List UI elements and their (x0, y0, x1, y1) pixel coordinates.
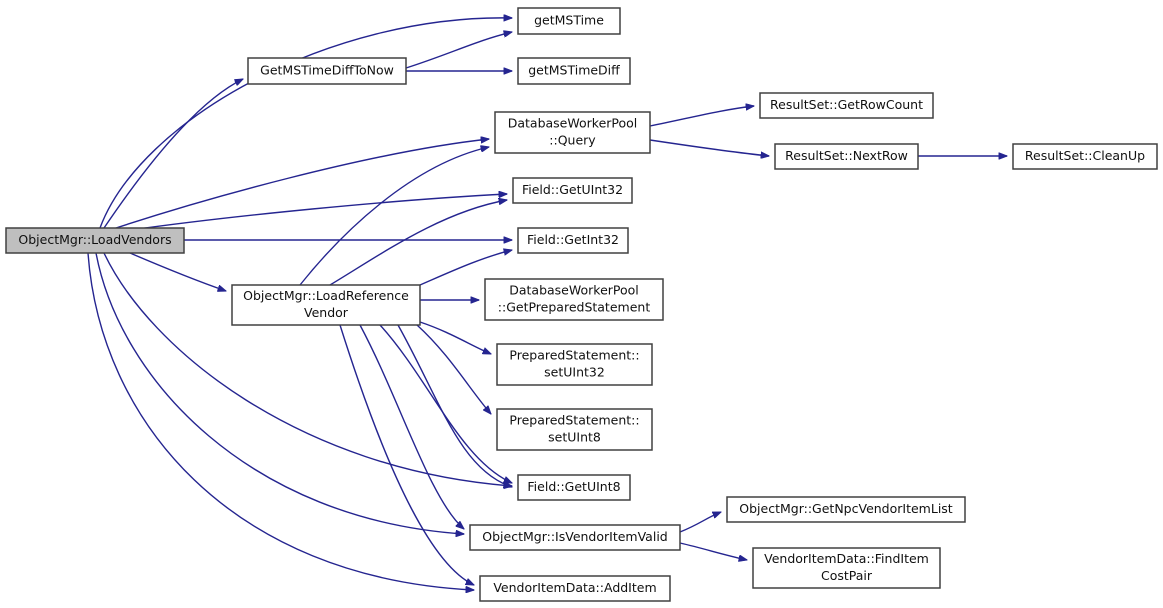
node-getuint8[interactable]: Field::GetUInt8 (517, 474, 631, 501)
node-label-nextrow: ResultSet::NextRow (785, 148, 908, 163)
node-box-getnpcvendoritemlist[interactable] (726, 496, 966, 523)
edge-loadreferencevendor-to-getuint8 (397, 324, 512, 487)
edge-isvendoritemvalid-to-getnpcvendoritemlist (679, 511, 721, 533)
node-box-getmstimedifftonow[interactable] (247, 57, 407, 85)
edge-loadreferencevendor-to-additem (339, 324, 474, 586)
node-box-setuint8[interactable] (496, 408, 653, 451)
edge-loadreferencevendor-to-getint32 (419, 250, 512, 286)
node-getmstime[interactable]: getMSTime (517, 7, 621, 35)
node-label-additem: VendorItemData::AddItem (493, 580, 656, 595)
node-label-loadreferencevendor: ObjectMgr::LoadReference (243, 288, 409, 303)
node-loadvendors[interactable]: ObjectMgr::LoadVendors (5, 227, 185, 254)
node-label-cleanup: ResultSet::CleanUp (1025, 148, 1145, 163)
node-label-setuint8: PreparedStatement:: (509, 413, 639, 428)
node-box-loadvendors[interactable] (5, 227, 185, 254)
node-getmstimediff[interactable]: getMSTimeDiff (517, 57, 631, 85)
node-label-getrowcount: ResultSet::GetRowCount (770, 97, 923, 112)
node-label-setuint32: setUInt32 (544, 365, 605, 380)
node-box-getuint8[interactable] (517, 474, 631, 501)
node-setuint32[interactable]: PreparedStatement::setUInt32 (496, 343, 653, 386)
node-layer: ObjectMgr::LoadVendors GetMSTimeDiffToNow… (5, 7, 1158, 602)
node-label-getmstime: getMSTime (534, 13, 604, 28)
node-box-getmstimediff[interactable] (517, 57, 631, 85)
node-box-getint32[interactable] (517, 227, 629, 254)
edge-loadreferencevendor-to-isvendoritemvalid (359, 324, 464, 529)
node-label-isvendoritemvalid: ObjectMgr::IsVendorItemValid (482, 529, 667, 544)
node-box-finditemcostpair[interactable] (752, 547, 941, 589)
edge-layer (87, 18, 1007, 590)
edge-loadvendors-to-additem (87, 252, 474, 590)
node-label-getpreparedstatement: ::GetPreparedStatement (498, 300, 651, 315)
node-box-additem[interactable] (479, 575, 671, 602)
node-label-getuint8: Field::GetUInt8 (527, 479, 620, 494)
node-getint32[interactable]: Field::GetInt32 (517, 227, 629, 254)
node-label-getuint32: Field::GetUInt32 (522, 182, 623, 197)
node-box-cleanup[interactable] (1012, 143, 1158, 170)
node-label-query: ::Query (549, 133, 596, 148)
edge-query-to-nextrow (649, 139, 769, 156)
node-box-getuint32[interactable] (512, 177, 633, 204)
node-label-loadvendors: ObjectMgr::LoadVendors (18, 232, 171, 247)
node-setuint8[interactable]: PreparedStatement::setUInt8 (496, 408, 653, 451)
node-label-finditemcostpair: VendorItemData::FindItem (764, 551, 929, 566)
node-label-getmstimediff: getMSTimeDiff (528, 63, 620, 78)
node-additem[interactable]: VendorItemData::AddItem (479, 575, 671, 602)
node-query[interactable]: DatabaseWorkerPool::Query (494, 111, 651, 154)
edge-getmstimedifftonow-to-getmstime (405, 32, 512, 69)
node-box-nextrow[interactable] (774, 143, 919, 170)
edge-loadreferencevendor-to-setuint32 (419, 321, 491, 355)
edge-loadreferencevendor-to-setuint8 (416, 324, 491, 414)
node-label-setuint32: PreparedStatement:: (509, 348, 639, 363)
node-nextrow[interactable]: ResultSet::NextRow (774, 143, 919, 170)
node-box-query[interactable] (494, 111, 651, 154)
node-box-setuint32[interactable] (496, 343, 653, 386)
edge-loadreferencevendor-to-query (299, 147, 489, 286)
node-cleanup[interactable]: ResultSet::CleanUp (1012, 143, 1158, 170)
edge-loadvendors-to-getmstime (99, 18, 512, 229)
node-getpreparedstatement[interactable]: DatabaseWorkerPool::GetPreparedStatement (484, 278, 664, 321)
node-label-setuint8: setUInt8 (548, 430, 601, 445)
node-box-getpreparedstatement[interactable] (484, 278, 664, 321)
node-isvendoritemvalid[interactable]: ObjectMgr::IsVendorItemValid (469, 524, 681, 551)
edge-loadvendors-to-isvendoritemvalid (95, 252, 464, 534)
node-getnpcvendoritemlist[interactable]: ObjectMgr::GetNpcVendorItemList (726, 496, 966, 523)
node-getrowcount[interactable]: ResultSet::GetRowCount (759, 92, 934, 119)
edge-loadreferencevendor-to-getuint8 (379, 324, 512, 484)
node-label-loadreferencevendor: Vendor (304, 305, 349, 320)
node-label-getmstimedifftonow: GetMSTimeDiffToNow (260, 63, 394, 78)
node-getuint32[interactable]: Field::GetUInt32 (512, 177, 633, 204)
node-label-getnpcvendoritemlist: ObjectMgr::GetNpcVendorItemList (739, 501, 953, 516)
node-label-getpreparedstatement: DatabaseWorkerPool (509, 283, 639, 298)
edge-loadreferencevendor-to-getuint32 (329, 200, 507, 286)
node-box-loadreferencevendor[interactable] (231, 284, 421, 326)
node-label-getint32: Field::GetInt32 (527, 232, 619, 247)
node-getmstimedifftonow[interactable]: GetMSTimeDiffToNow (247, 57, 407, 85)
edge-loadvendors-to-loadreferencevendor (129, 252, 226, 291)
edge-loadvendors-to-query (109, 139, 489, 231)
edge-loadvendors-to-getuint32 (130, 194, 507, 231)
node-label-query: DatabaseWorkerPool (508, 116, 638, 131)
node-box-getrowcount[interactable] (759, 92, 934, 119)
edge-query-to-getrowcount (649, 106, 754, 127)
node-box-getmstime[interactable] (517, 7, 621, 35)
edge-loadvendors-to-getmstimedifftonow (103, 78, 243, 229)
node-box-isvendoritemvalid[interactable] (469, 524, 681, 551)
edge-isvendoritemvalid-to-finditemcostpair (679, 542, 747, 560)
node-label-finditemcostpair: CostPair (821, 568, 873, 583)
